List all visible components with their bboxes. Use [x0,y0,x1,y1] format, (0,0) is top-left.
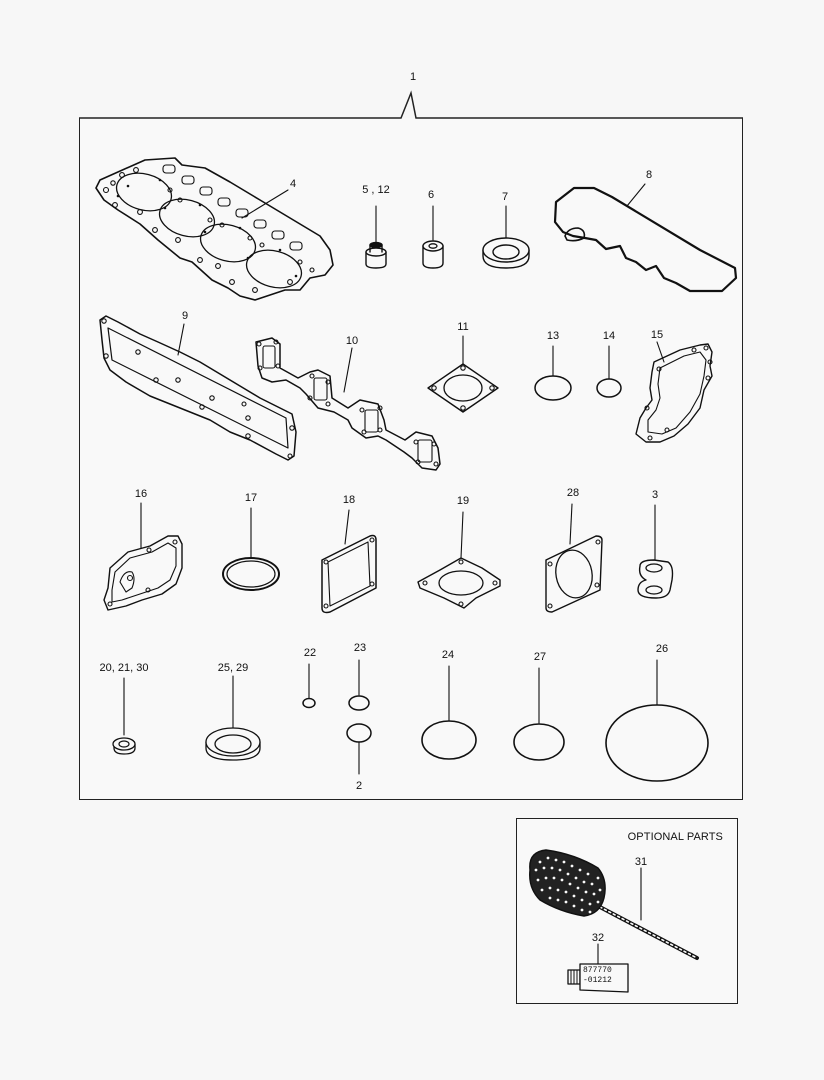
part-14-o-ring[interactable] [596,345,622,398]
part-20-21-30-washer[interactable] [112,677,136,755]
part-7-oil-seal[interactable] [482,205,530,269]
svg-text:13: 13 [547,330,559,342]
part-26-o-ring[interactable] [605,659,709,782]
svg-text:4: 4 [290,178,296,190]
part-2-o-ring[interactable] [346,723,372,775]
part-25-29-washer[interactable] [205,675,261,761]
part-13-o-ring[interactable] [534,345,572,401]
part-6-seal-sleeve[interactable] [422,205,444,269]
callout-23: 23 [353,642,367,654]
callout-5-12: 5 , 12 [362,184,390,196]
part-11-flange-gasket[interactable] [427,335,499,413]
callout-22: 22 [303,647,317,659]
sealant-tube-label-line2: -01212 [583,976,612,985]
part-9-manifold-gasket[interactable] [99,315,297,461]
part-28-round-port-gasket[interactable] [545,503,603,613]
sealant-tube-label: 877770 -01212 [583,966,612,986]
part-24-o-ring[interactable] [421,665,477,760]
callout-26: 26 [655,643,669,655]
callout-7: 7 [501,191,509,203]
part-4-cylinder-head-gasket[interactable] [95,157,334,301]
svg-text:18: 18 [343,494,355,506]
callout-24: 24 [441,649,455,661]
callout-32: 32 [591,932,605,944]
optional-parts-title: OPTIONAL PARTS [627,831,723,843]
callout-31: 31 [634,856,648,868]
callout-25-29: 25, 29 [217,662,249,674]
svg-text:28: 28 [567,487,579,499]
part-22-o-ring[interactable] [302,663,316,709]
part-18-rectangular-gasket[interactable] [321,509,377,614]
svg-text:9: 9 [182,310,188,322]
sealant-tube-label-line1: 877770 [583,966,612,975]
callout-2: 2 [355,780,363,792]
svg-text:8: 8 [646,169,652,181]
part-5-12-valve-stem-seal[interactable] [365,205,387,269]
part-3-double-ring-gasket[interactable] [637,504,674,599]
callout-27: 27 [533,651,547,663]
callout-6: 6 [427,189,435,201]
gasket-kit-frame [79,118,743,800]
svg-text:10: 10 [346,335,358,347]
part-19-flange-gasket[interactable] [417,511,501,609]
callout-20-21-30: 20, 21, 30 [99,662,149,674]
part-15-water-pump-gasket[interactable] [635,341,713,443]
svg-text:17: 17 [245,492,257,504]
part-27-o-ring[interactable] [513,667,565,761]
svg-text:14: 14 [603,330,615,342]
part-23-o-ring[interactable] [348,659,370,711]
svg-text:16: 16 [135,488,147,500]
part-17-ring-gasket[interactable] [222,507,280,591]
callout-1: 1 [409,71,417,83]
svg-text:15: 15 [651,329,663,341]
svg-text:3: 3 [652,489,658,501]
part-31-hone-brush-drawing[interactable] [529,849,699,960]
svg-text:19: 19 [457,495,469,507]
svg-text:11: 11 [457,321,468,333]
part-32-sealant-tube-drawing[interactable] [567,943,629,993]
part-16-cover-gasket[interactable] [103,502,183,611]
part-10-exhaust-manifold-gasket[interactable] [255,337,441,471]
part-8-head-cover-gasket[interactable] [553,183,738,293]
